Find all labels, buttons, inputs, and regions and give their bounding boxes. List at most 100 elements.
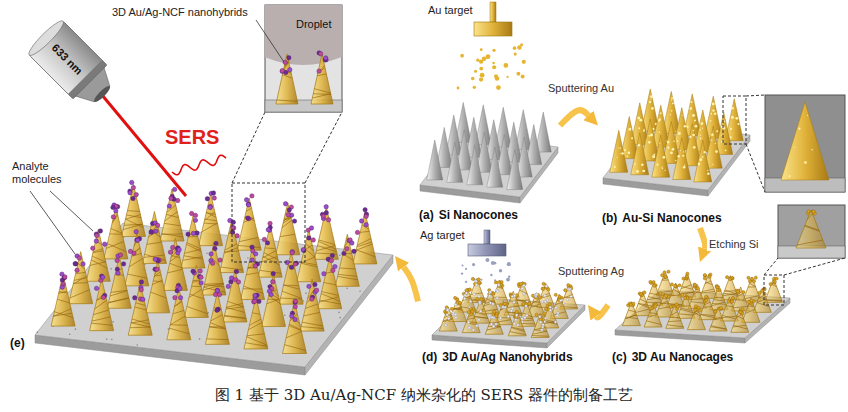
nanocone: [276, 54, 298, 104]
au-grain: [700, 158, 703, 161]
ag-particle: [454, 303, 457, 306]
au-grain: [684, 165, 685, 166]
au-grain: [677, 155, 680, 158]
nanocone: [688, 283, 706, 308]
nanocone: [687, 305, 705, 330]
au-nanocage: [753, 288, 771, 312]
analyte-molecule: [307, 236, 311, 240]
nanocone: [720, 296, 738, 321]
nanocone: [781, 102, 829, 180]
au-si-nanocone-array: [603, 89, 750, 196]
nanocone: [199, 191, 223, 246]
cage-crown: [719, 307, 722, 310]
analyte-molecule: [217, 292, 221, 296]
analyte-molecule: [95, 233, 99, 237]
analyte-molecule: [290, 251, 294, 255]
cage-crown: [769, 282, 772, 285]
leader-line: [30, 191, 75, 254]
sputter-particle: [499, 269, 502, 272]
sputter-particle: [479, 59, 483, 63]
analyte-molecule: [324, 56, 328, 60]
analyte-molecule: [211, 191, 215, 195]
analyte-molecule: [226, 284, 230, 288]
analyte-molecule: [311, 238, 315, 242]
sputter-particle: [522, 60, 526, 64]
cage-crown: [475, 298, 478, 301]
analyte-molecule: [172, 187, 176, 191]
cage-mesh: [646, 302, 662, 303]
cage-mesh: [510, 301, 518, 304]
nanocone: [666, 303, 684, 328]
analyte-molecule: [193, 213, 197, 217]
cage-mesh: [660, 301, 667, 304]
zoom-line: [784, 258, 845, 275]
cage-crown: [729, 277, 732, 280]
analyte-molecule: [271, 271, 275, 275]
au-nanocage: [634, 292, 652, 316]
cage-mesh: [211, 315, 223, 321]
process-panel: (e): [8, 178, 395, 373]
cage-crown: [715, 285, 718, 288]
nanocone: [487, 147, 503, 187]
cage-mesh: [239, 237, 258, 241]
nanocone: [485, 310, 503, 334]
au-grain: [651, 107, 654, 110]
cage-mesh: [316, 246, 335, 251]
ag-particle: [496, 290, 499, 293]
au-nanocage: [710, 286, 728, 310]
cage-mesh: [670, 317, 680, 318]
ag-particle: [517, 324, 520, 327]
cage-mesh: [722, 316, 737, 318]
cage-crown: [479, 301, 482, 304]
cage-mesh: [91, 260, 107, 268]
cage-mesh: [169, 328, 189, 334]
ag-particle: [515, 314, 518, 317]
au-grain: [684, 125, 686, 127]
cage-crown: [493, 310, 496, 313]
analyte-molecule: [271, 280, 275, 284]
cage-mesh: [484, 302, 495, 306]
au-cone: [610, 130, 628, 172]
analyte-molecule: [215, 288, 219, 292]
cage-mesh: [521, 318, 533, 320]
au-grain: [648, 135, 650, 137]
analyte-molecule: [102, 242, 106, 246]
au-grain: [794, 147, 795, 148]
au-nanocage: [743, 277, 761, 301]
cage-mesh: [532, 335, 549, 337]
target-stem: [490, 2, 496, 22]
cage-mesh: [247, 334, 264, 336]
cage-crown: [477, 281, 480, 284]
nanocone: [163, 238, 187, 290]
ag-particle: [545, 285, 548, 288]
cage-crown: [685, 275, 688, 278]
cage-crown: [729, 277, 732, 280]
analyte-molecule: [94, 286, 98, 290]
ag-particle: [549, 306, 552, 309]
analyte-molecule: [118, 253, 122, 257]
ag-particle: [541, 301, 544, 304]
cage-crown: [674, 285, 677, 288]
analyte-molecule: [116, 271, 120, 275]
sputter-particle: [471, 77, 475, 81]
ag-particle: [497, 284, 500, 287]
ag-particle: [496, 289, 499, 292]
cage-crown: [714, 310, 717, 313]
droplet-inset: [208, 0, 398, 262]
cage-mesh: [57, 299, 69, 303]
inset-frame: [778, 205, 845, 258]
cage-mesh: [805, 225, 819, 230]
au-grain: [690, 101, 692, 103]
cage-crown: [726, 276, 729, 279]
au-grain: [666, 140, 667, 141]
cage-crown: [750, 277, 753, 280]
cage-mesh: [493, 297, 506, 298]
cage-crown: [547, 288, 550, 291]
sputter-particle: [485, 258, 489, 262]
ag-particle: [446, 314, 449, 317]
ag-particle: [538, 315, 541, 318]
cage-mesh: [301, 257, 315, 263]
au-grain: [650, 95, 653, 98]
au-grain: [710, 113, 712, 115]
analyte-molecule: [310, 297, 314, 301]
